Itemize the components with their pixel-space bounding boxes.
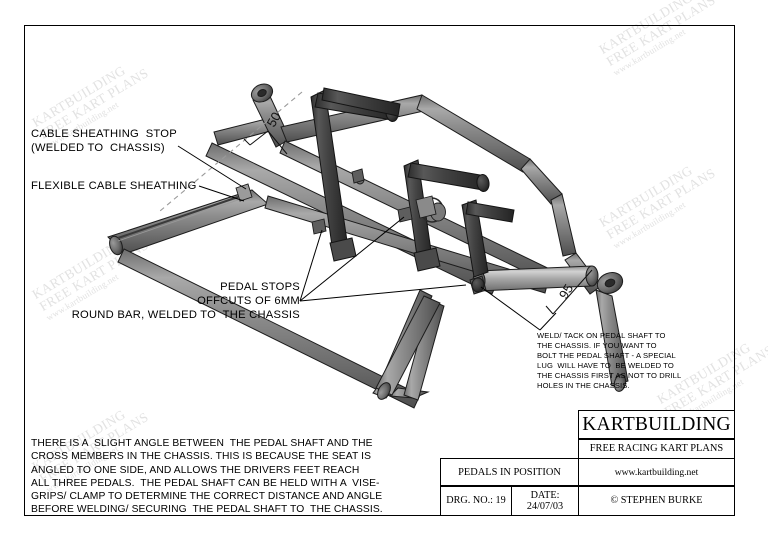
title-block-drawing-title: PEDALS IN POSITION — [440, 458, 579, 487]
pedal-stop-lugs — [311, 168, 413, 235]
title-block-brand: KARTBUILDING — [578, 410, 735, 439]
dimension-95-label: 95 — [556, 281, 576, 301]
title-block-drawing-number: DRG. NO.: 19 — [440, 485, 512, 516]
pedal-arm-right — [461, 199, 515, 278]
label-flexible-cable-sheathing: FLEXIBLE CABLE SHEATHING — [31, 180, 197, 192]
pedal-arm-center — [403, 159, 490, 272]
brake-cylinder-detail — [415, 195, 446, 223]
leader-lines — [177, 145, 557, 331]
pedal-shaft — [469, 265, 624, 295]
label-cable-sheathing-stop: CABLE SHEATHING STOP (WELDED TO CHASSIS) — [31, 128, 177, 154]
dimension-95: 95 — [545, 269, 593, 315]
title-block-copyright: © STEPHEN BURKE — [578, 485, 735, 516]
pedal-bar-left-upper — [321, 87, 401, 117]
title-block-date: DATE: 24/07/03 — [511, 485, 579, 516]
chassis-rail-front-left — [107, 189, 269, 256]
chassis-rear-leg-right — [595, 289, 629, 392]
pedal-arms — [310, 87, 515, 278]
title-block-url: www.kartbuilding.net — [578, 458, 735, 487]
chassis-rail-center-lower — [117, 248, 421, 409]
cable-sheathing-stop — [235, 183, 253, 202]
general-note: THERE IS A SLIGHT ANGLE BETWEEN THE PEDA… — [31, 438, 383, 516]
chassis-rail-center-upper — [205, 142, 499, 295]
flexible-cable-sheathing — [117, 196, 239, 242]
dimension-50-label: 50 — [264, 109, 284, 129]
label-weld-tack-note: WELD/ TACK ON PEDAL SHAFT TO THE CHASSIS… — [537, 331, 682, 391]
title-block-subtitle: FREE RACING KART PLANS — [578, 438, 735, 459]
chassis-tubes — [107, 83, 602, 409]
steering-pivot-post — [250, 83, 291, 148]
chassis-rear-leg-long — [375, 295, 441, 400]
dimension-50: 50 — [159, 91, 303, 212]
label-pedal-stops: PEDAL STOPS OFFCUTS OF 6MM ROUND BAR, WE… — [71, 281, 300, 321]
